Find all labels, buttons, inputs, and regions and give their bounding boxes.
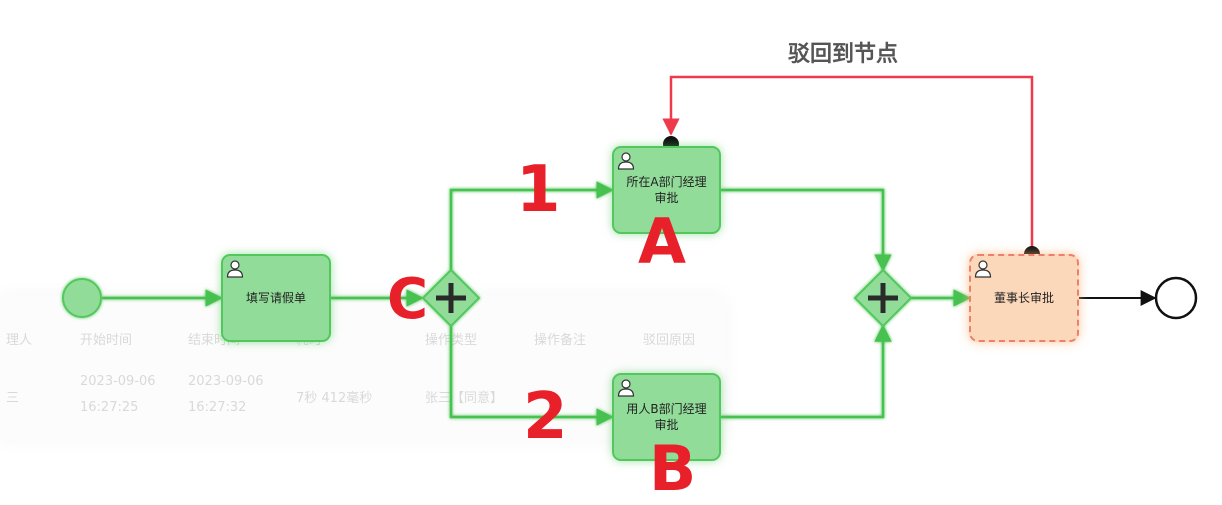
- table-header-start-time: 开始时间: [80, 333, 133, 348]
- background-history-table: 理人 开始时间 结束时间 耗时 操作类型 操作备注 驳回原因 三 2023-09…: [0, 295, 725, 440]
- table-header-action-note: 操作备注: [534, 333, 587, 348]
- parallel-gateway-split: [421, 268, 481, 328]
- task-chairman-approval[interactable]: 董事长审批: [969, 254, 1079, 342]
- annotation-mark-2: 2: [523, 380, 568, 454]
- table-cell-action: 张三【同意】: [425, 391, 504, 406]
- table-cell-end-time: 16:27:32: [188, 400, 247, 415]
- parallel-gateway-join: [853, 268, 913, 328]
- table-cell-end-date: 2023-09-06: [188, 374, 264, 389]
- flow-b-to-join: [721, 324, 892, 419]
- table-cell-start-date: 2023-09-06: [80, 374, 156, 389]
- task-label: 填写请假单: [245, 291, 306, 305]
- task-manager-b-approval[interactable]: 用人B部门经理审批: [612, 373, 721, 461]
- task-label: 所在A部门经理审批: [626, 175, 707, 205]
- end-event: [1154, 276, 1198, 320]
- user-task-icon: [974, 260, 992, 278]
- reject-route-line: [662, 75, 1034, 254]
- table-header-handler: 理人: [6, 333, 33, 348]
- table-header-reject-reason: 驳回原因: [643, 333, 696, 348]
- flow-gateway-to-a: [449, 181, 614, 270]
- user-task-icon: [617, 379, 635, 397]
- task-manager-a-approval[interactable]: 所在A部门经理审批: [612, 146, 721, 234]
- annotation-mark-c: C: [387, 267, 429, 332]
- table-cell-duration: 7秒 412毫秒: [296, 391, 373, 406]
- annotation-mark-1: 1: [516, 153, 561, 227]
- table-cell-handler: 三: [6, 391, 20, 406]
- user-task-icon: [617, 152, 635, 170]
- flow-gateway-to-b: [449, 326, 614, 426]
- table-cell-start-time: 16:27:25: [80, 400, 139, 415]
- task-label: 用人B部门经理审批: [626, 402, 707, 432]
- reject-to-node-label: 驳回到节点: [788, 42, 899, 67]
- user-task-icon: [226, 260, 244, 278]
- flow-a-to-join: [721, 188, 892, 272]
- start-event: [62, 278, 102, 318]
- annotation-mark-a: A: [638, 205, 686, 278]
- annotation-mark-b: B: [649, 432, 697, 505]
- task-label: 董事长审批: [993, 291, 1054, 305]
- task-fill-leave-form[interactable]: 填写请假单: [221, 254, 331, 342]
